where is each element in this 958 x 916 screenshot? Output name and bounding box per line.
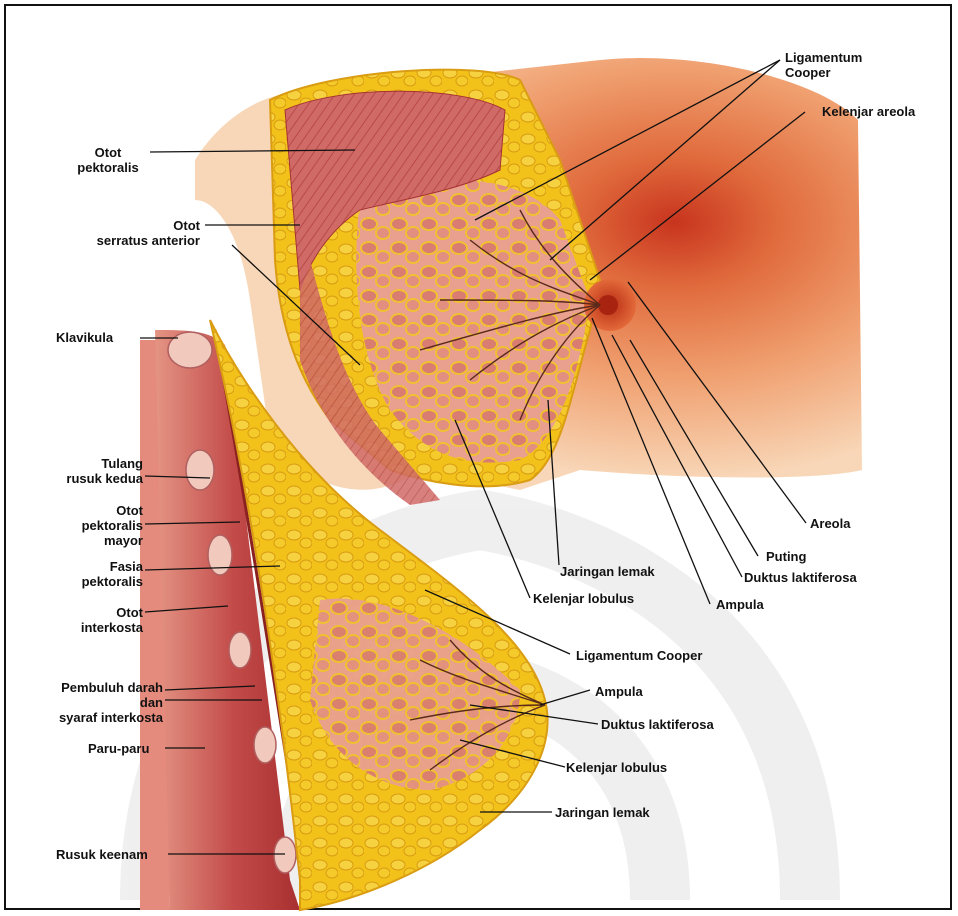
nipple-upper <box>598 295 618 315</box>
label-ligamentum-cooper-mid: Ligamentum Cooper <box>576 648 702 663</box>
label-line: Otot <box>68 145 148 160</box>
label-paru-paru: Paru-paru <box>88 741 149 756</box>
label-ampula-bottom: Ampula <box>595 684 643 699</box>
label-tulang-rusuk: Tulang rusuk kedua <box>40 456 143 486</box>
label-jaringan-lemak-bottom: Jaringan lemak <box>555 805 650 820</box>
label-ampula-top: Ampula <box>716 597 764 612</box>
label-kelenjar-lobulus-top: Kelenjar lobulus <box>533 591 634 606</box>
label-ligamentum-cooper-top: Ligamentum Cooper <box>785 50 862 80</box>
label-otot-interkosta: Otot interkosta <box>40 605 143 635</box>
label-line: Tulang <box>40 456 143 471</box>
label-duktus-laktiferosa-bottom: Duktus laktiferosa <box>601 717 714 732</box>
label-line: pektoralis <box>40 518 143 533</box>
label-pembuluh-darah: Pembuluh darah dan syaraf interkosta <box>30 680 163 725</box>
label-line: interkosta <box>40 620 143 635</box>
label-kelenjar-areola: Kelenjar areola <box>822 104 915 119</box>
label-puting: Puting <box>766 549 806 564</box>
label-otot-pektoralis: Otot pektoralis <box>68 145 148 175</box>
label-duktus-laktiferosa-top: Duktus laktiferosa <box>744 570 857 585</box>
label-line: Otot <box>60 218 200 233</box>
label-kelenjar-lobulus-bottom: Kelenjar lobulus <box>566 760 667 775</box>
label-otot-pektoralis-mayor: Otot pektoralis mayor <box>40 503 143 548</box>
label-rusuk-keenam: Rusuk keenam <box>56 847 148 862</box>
label-jaringan-lemak-top: Jaringan lemak <box>560 564 655 579</box>
label-line: pektoralis <box>68 160 148 175</box>
label-line: Fasia <box>40 559 143 574</box>
label-line: dan <box>30 695 163 710</box>
label-line: rusuk kedua <box>40 471 143 486</box>
label-line: Pembuluh darah <box>30 680 163 695</box>
label-line: Otot <box>40 605 143 620</box>
label-line: Otot <box>40 503 143 518</box>
label-fasia-pektoralis: Fasia pektoralis <box>40 559 143 589</box>
label-line: Ligamentum <box>785 50 862 65</box>
label-klavikula: Klavikula <box>56 330 113 345</box>
label-otot-serratus: Otot serratus anterior <box>60 218 200 248</box>
label-line: Cooper <box>785 65 862 80</box>
label-line: pektoralis <box>40 574 143 589</box>
label-line: syaraf interkosta <box>30 710 163 725</box>
label-line: serratus anterior <box>60 233 200 248</box>
label-areola: Areola <box>810 516 850 531</box>
label-line: mayor <box>40 533 143 548</box>
